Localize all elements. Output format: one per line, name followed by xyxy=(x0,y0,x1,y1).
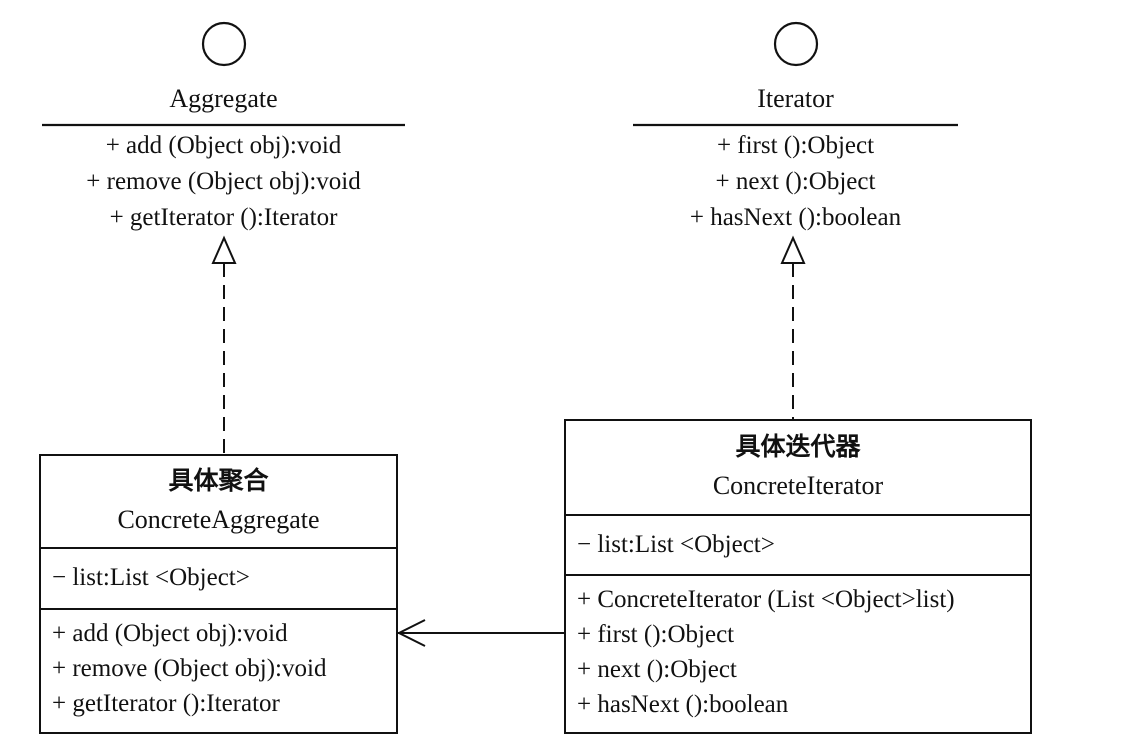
concrete-iterator-box xyxy=(564,419,1032,734)
iterator-realization-arrowhead xyxy=(780,235,806,264)
association-arrowhead xyxy=(396,619,426,647)
aggregate-operation: + add (Object obj):void xyxy=(105,132,342,159)
iterator-operation: + next ():Object xyxy=(715,168,876,195)
aggregate-operation: + remove (Object obj):void xyxy=(86,168,361,195)
concrete-iterator-operation: + next ():Object xyxy=(577,656,737,683)
concrete-iterator-operation: + first ():Object xyxy=(577,621,735,648)
concrete-aggregate-operation: + add (Object obj):void xyxy=(52,620,288,647)
aggregate-interface-name: Aggregate xyxy=(169,84,278,113)
iterator-interface-icon xyxy=(773,21,819,67)
aggregate-operation: + getIterator ():Iterator xyxy=(109,204,338,231)
concrete-aggregate-chinese-name: 具体聚合 xyxy=(168,466,269,495)
concrete-iterator-operation: + hasNext ():boolean xyxy=(577,691,789,718)
aggregate-interface-icon xyxy=(201,21,247,67)
iterator-operation: + first ():Object xyxy=(716,132,875,159)
concrete-aggregate-attribute: − list:List <Object> xyxy=(52,564,250,591)
iterator-interface-name: Iterator xyxy=(757,84,834,113)
concrete-aggregate-box xyxy=(39,454,398,734)
concrete-iterator-attribute: − list:List <Object> xyxy=(577,531,775,558)
concrete-aggregate-name: ConcreteAggregate xyxy=(117,505,320,534)
aggregate-realization-arrowhead xyxy=(211,235,237,264)
concrete-aggregate-operation: + remove (Object obj):void xyxy=(52,655,327,682)
concrete-iterator-name: ConcreteIterator xyxy=(712,471,884,500)
concrete-aggregate-operation: + getIterator ():Iterator xyxy=(52,690,280,717)
iterator-operation: + hasNext ():boolean xyxy=(689,204,902,231)
concrete-iterator-chinese-name: 具体迭代器 xyxy=(735,432,861,461)
concrete-iterator-operation: + ConcreteIterator (List <Object>list) xyxy=(577,586,955,613)
